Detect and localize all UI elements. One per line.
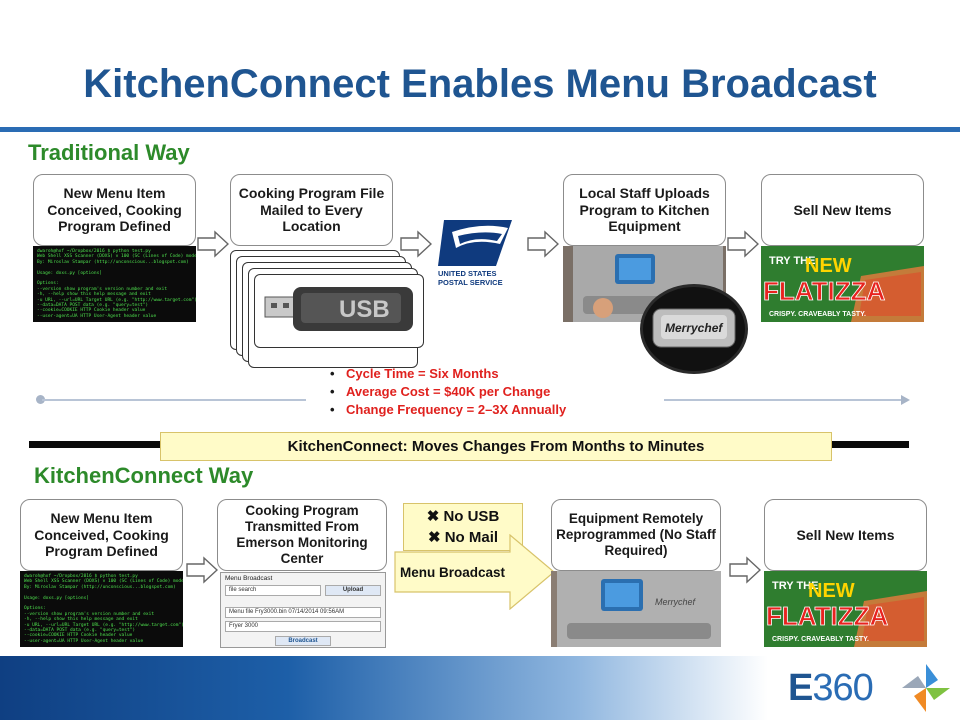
trad-step-sell: Sell New Items (761, 174, 924, 246)
stat-change-frequency: Change Frequency = 2–3X Annually (330, 402, 566, 417)
timeline-start-dot (36, 395, 45, 404)
file-search-input[interactable]: file search (225, 585, 321, 596)
terminal-line: Options: (24, 606, 46, 612)
terminal-line: Options: (37, 281, 59, 287)
terminal-screenshot: dwaroh@hxf ~/Dropbox/2016 $ python test.… (33, 246, 196, 322)
kitchenconnect-heading: KitchenConnect Way (34, 463, 254, 488)
terminal-line: dwaroh@hxf ~/Dropbox/2016 $ python test.… (24, 574, 138, 579)
flow-arrow-icon (197, 230, 229, 258)
flatizza-tag: CRISPY. CRAVEABLY TASTY. (769, 311, 866, 318)
usb-label: USB (339, 296, 390, 323)
terminal-line: Usage: doxs.py [options] (37, 270, 103, 276)
usps-logo: UNITED STATES POSTAL SERVICE (434, 214, 518, 288)
flow-arrow-icon (527, 230, 559, 258)
terminal-line: Web Shell XSS Scanner (DOXS) v 100 (SC (… (24, 579, 183, 585)
usb-drives-image: USB (228, 248, 428, 368)
flatizza-try: TRY THE (772, 580, 818, 592)
merrychef-usb-image: Merrychef (640, 284, 748, 374)
stat-average-cost: Average Cost = $40K per Change (330, 384, 566, 399)
trad-step-upload: Local Staff Uploads Program to Kitchen E… (563, 174, 726, 246)
flatizza-new: NEW (808, 580, 855, 602)
usps-text-1: UNITED STATES (438, 269, 496, 278)
stat-cycle-time: Cycle Time = Six Months (330, 366, 566, 381)
window-title: Menu Broadcast (225, 575, 273, 582)
kitchenconnect-banner: KitchenConnect: Moves Changes From Month… (160, 432, 832, 461)
flow-arrow-icon (729, 556, 761, 584)
menu-broadcast-arrow: Menu Broadcast (394, 534, 555, 610)
terminal-line: By: Miroslav Stampar (http://unconscious… (37, 259, 189, 265)
flatizza-name: FLATIZZA (766, 601, 888, 631)
terminal-line: Web Shell XSS Scanner (DOXS) v 100 (SC (… (37, 254, 196, 260)
timeline-arrow-icon (901, 395, 910, 405)
no-mail-label: ✖ No Mail (427, 529, 499, 546)
trad-step-mail: Cooking Program File Mailed to Every Loc… (230, 174, 393, 246)
flatizza-tag: CRISPY. CRAVEABLY TASTY. (772, 636, 869, 643)
kc-step-conceive: New Menu Item Conceived, Cooking Program… (20, 499, 183, 571)
traditional-stats: Cycle Time = Six Months Average Cost = $… (330, 366, 566, 420)
upload-button[interactable]: Upload (325, 585, 381, 596)
flatizza-new: NEW (805, 255, 852, 277)
oven-image: Merrychef (551, 571, 721, 647)
emerson-pinwheel-icon (902, 664, 950, 712)
flatizza-ad-image: TRY THE NEW FLATIZZA CRISPY. CRAVEABLY T… (764, 571, 927, 647)
terminal-line: --data=DATA POST data (e.g. "query=test"… (24, 628, 136, 634)
traditional-heading: Traditional Way (28, 140, 190, 165)
terminal-line: dwaroh@hxf ~/Dropbox/2016 $ python test.… (37, 249, 151, 254)
e360-number: 360 (812, 667, 873, 709)
usps-text-2: POSTAL SERVICE (438, 278, 503, 287)
flatizza-ad-image: TRY THE NEW FLATIZZA CRISPY. CRAVEABLY T… (761, 246, 924, 322)
kc-step-sell: Sell New Items (764, 499, 927, 571)
terminal-line: -u URL, --url=URL Target URL (e.g. "http… (24, 622, 183, 628)
terminal-line: -h, --help show this help message and ex… (37, 292, 151, 298)
flow-arrow-icon (727, 230, 759, 258)
kc-step-remote: Equipment Remotely Reprogrammed (No Staf… (551, 499, 721, 571)
oven-brand-text: Merrychef (655, 597, 697, 607)
e360-logo: E360 (788, 667, 874, 710)
merrychef-text: Merrychef (665, 321, 723, 335)
flow-arrow-icon (186, 556, 218, 584)
terminal-line: By: Miroslav Stampar (http://unconscious… (24, 584, 176, 590)
kc-step-transmit: Cooking Program Transmitted From Emerson… (217, 499, 387, 571)
terminal-line: -u URL, --url=URL Target URL (e.g. "http… (37, 297, 196, 303)
footer-band (0, 656, 960, 720)
title-rule (0, 127, 960, 132)
terminal-line: --user-agent=UA HTTP User-Agent header v… (24, 638, 144, 644)
flatizza-name: FLATIZZA (763, 276, 885, 306)
device-select[interactable]: Fryer 3000 (225, 621, 381, 632)
trad-step-conceive: New Menu Item Conceived, Cooking Program… (33, 174, 196, 246)
timeline-line-left (42, 399, 306, 401)
terminal-line: -h, --help show this help message and ex… (24, 617, 138, 623)
terminal-line: --data=DATA POST data (e.g. "query=test"… (37, 303, 149, 309)
flow-arrow-icon (400, 230, 432, 258)
terminal-line: --version show program's version number … (37, 286, 168, 292)
terminal-line: --user-agent=UA HTTP User-Agent header v… (37, 313, 157, 319)
terminal-line: --cookie=COOKIE HTTP Cookie header value (37, 308, 146, 314)
slide-title: KitchenConnect Enables Menu Broadcast (83, 62, 877, 106)
e360-letter: E (788, 667, 813, 709)
terminal-line: Usage: doxs.py [options] (24, 595, 90, 601)
no-usb-label: ✖ No USB (426, 508, 500, 525)
broadcast-button[interactable]: Broadcast (275, 636, 331, 646)
terminal-screenshot: dwaroh@hxf ~/Dropbox/2016 $ python test.… (20, 571, 183, 647)
terminal-line: --cookie=COOKIE HTTP Cookie header value (24, 633, 133, 639)
menu-broadcast-label: Menu Broadcast (400, 565, 506, 580)
no-usb-no-mail-box: ✖ No USB ✖ No Mail (403, 503, 523, 551)
terminal-line: --version show program's version number … (24, 611, 155, 617)
menu-broadcast-window: Menu Broadcast file search Upload Menu f… (220, 572, 386, 648)
menu-file-row[interactable]: Menu file Fry3000.bin 07/14/2014 09:56AM (225, 607, 381, 618)
flatizza-try: TRY THE (769, 255, 815, 267)
timeline-line-right (664, 399, 904, 401)
